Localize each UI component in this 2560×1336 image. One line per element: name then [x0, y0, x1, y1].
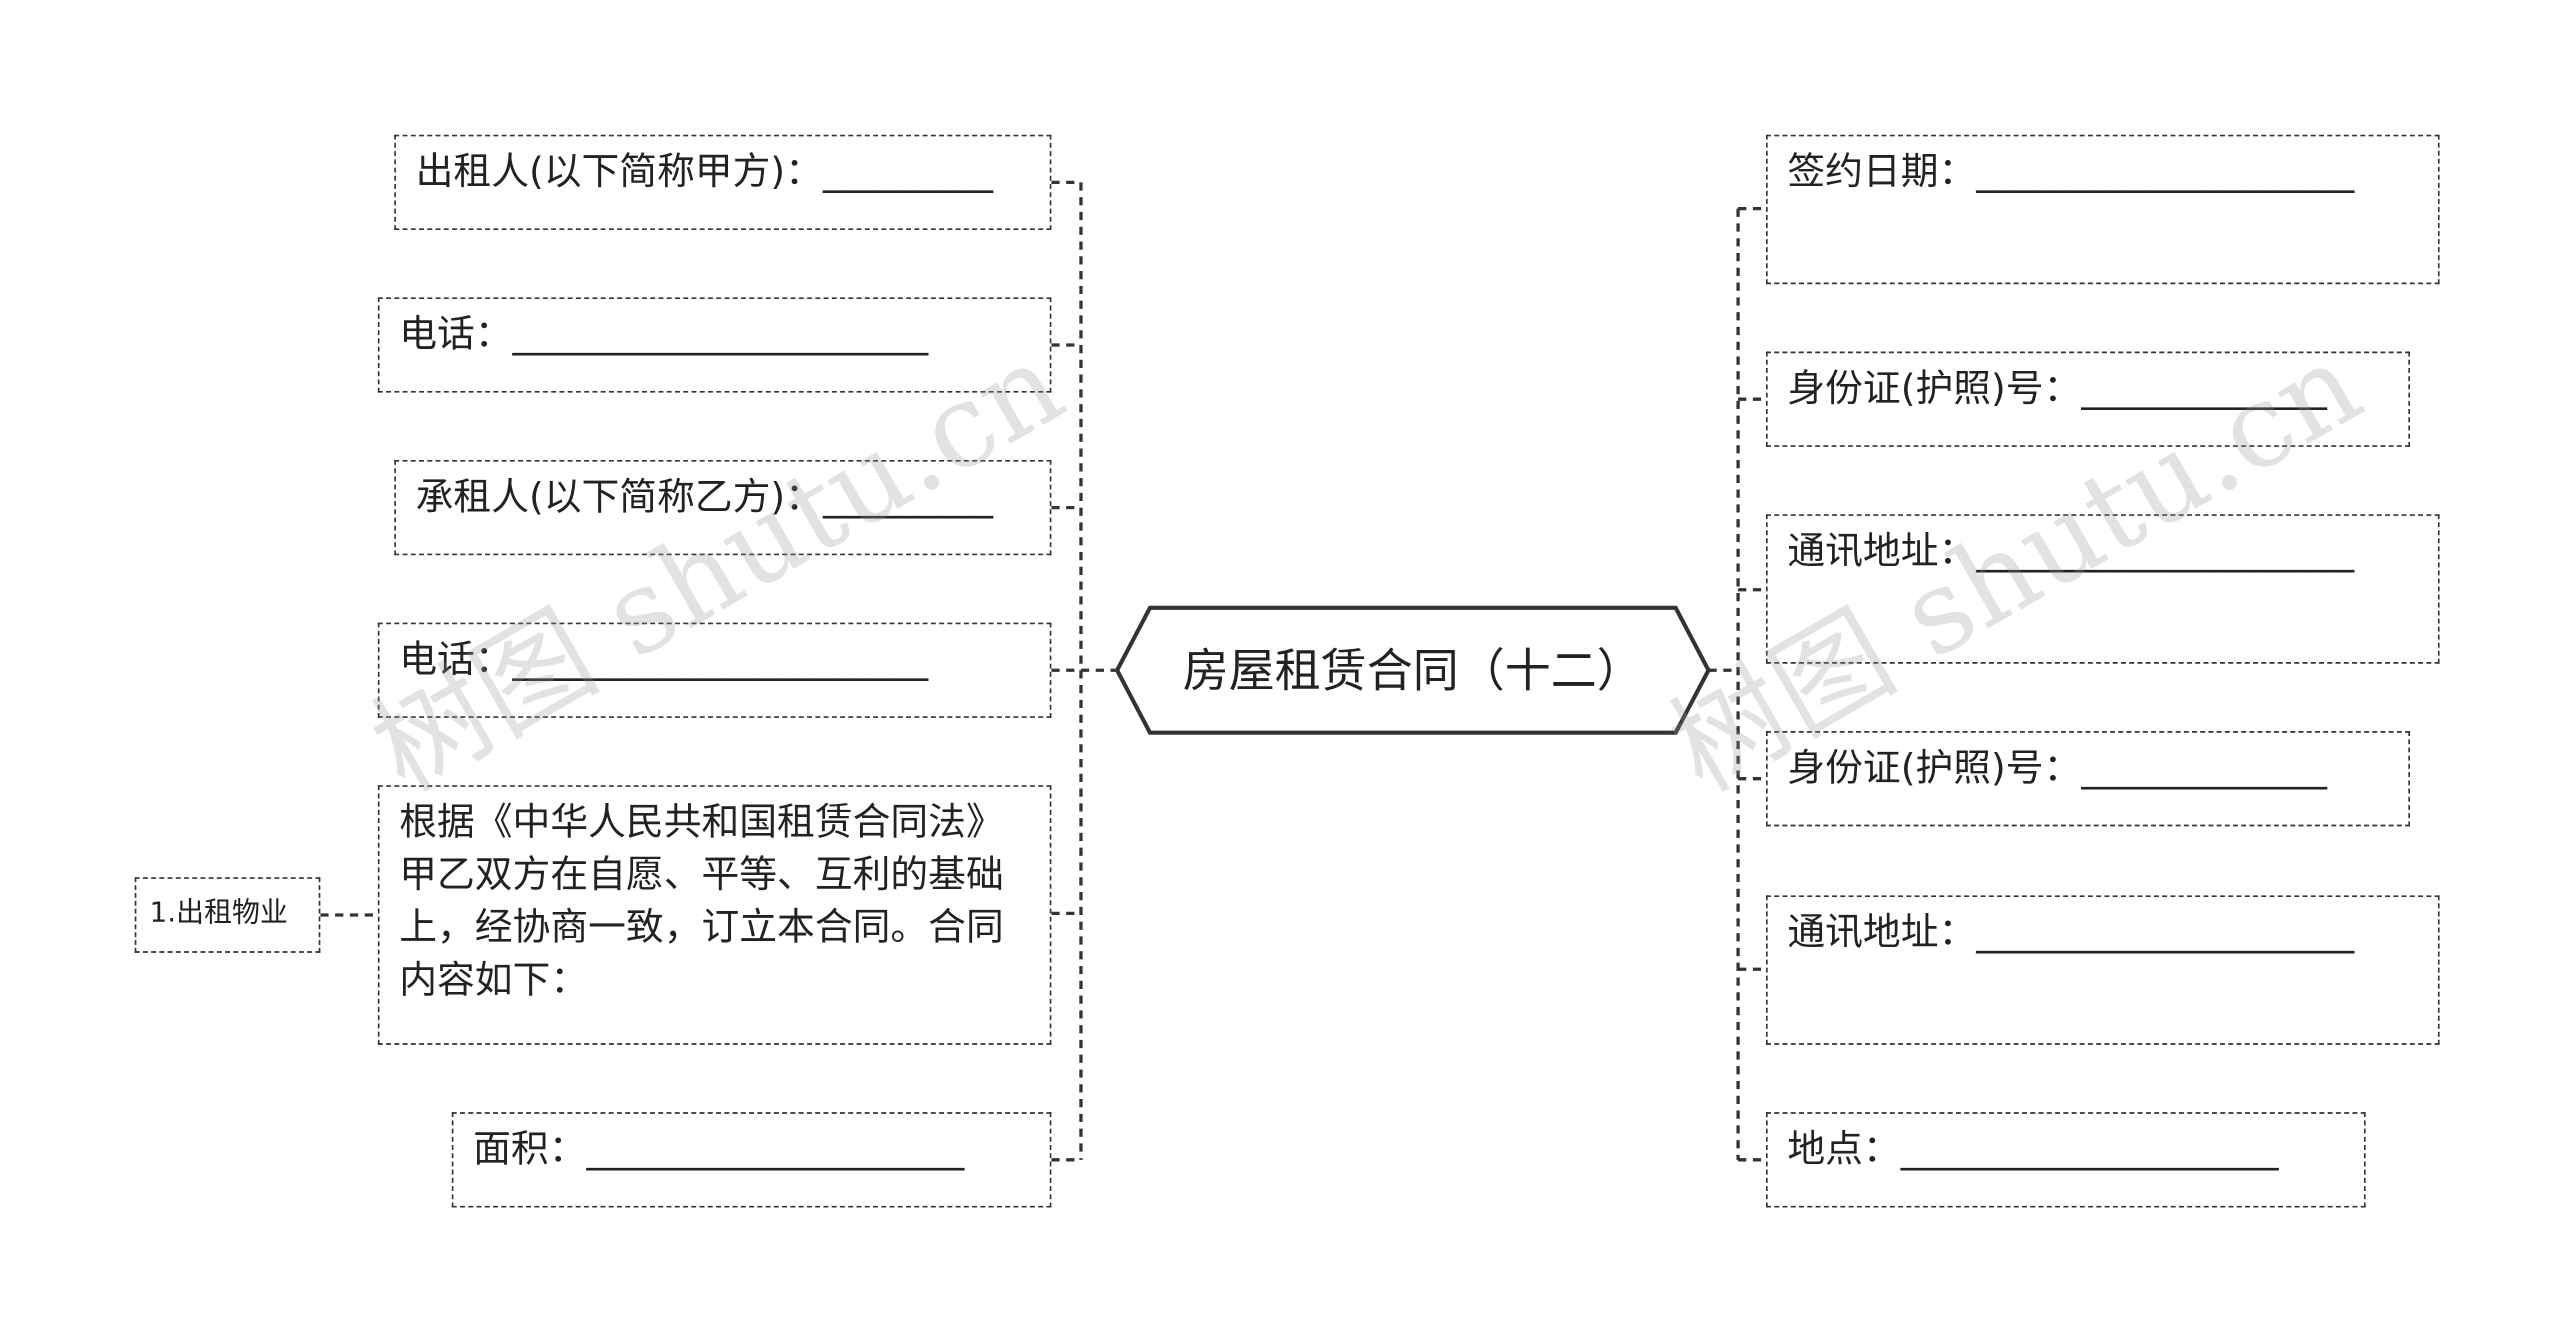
node-address-1[interactable]: 通讯地址：____________________	[1766, 514, 2440, 664]
node-signing-date[interactable]: 签约日期：____________________	[1766, 134, 2440, 285]
node-lessor[interactable]: 出租人(以下简称甲方)：_________	[394, 134, 1052, 230]
node-location[interactable]: 地点：____________________	[1766, 1112, 2366, 1208]
central-node-shape	[1114, 605, 1711, 735]
node-lessee-phone[interactable]: 电话：______________________	[377, 622, 1052, 718]
node-preamble[interactable]: 根据《中华人民共和国租赁合同法》甲乙双方在自愿、平等、互利的基础上，经协商一致，…	[377, 785, 1052, 1045]
node-rental-property[interactable]: 1.出租物业	[134, 877, 321, 953]
central-topic[interactable]: 房屋租赁合同（十二）	[1182, 643, 1643, 699]
node-lessee[interactable]: 承租人(以下简称乙方)：_________	[394, 459, 1052, 556]
node-area[interactable]: 面积：____________________	[451, 1112, 1052, 1208]
node-id-number-2[interactable]: 身份证(护照)号：_____________	[1766, 731, 2410, 827]
node-address-2[interactable]: 通讯地址：____________________	[1766, 895, 2440, 1045]
node-id-number-1[interactable]: 身份证(护照)号：_____________	[1766, 351, 2410, 447]
node-lessor-phone[interactable]: 电话：______________________	[377, 297, 1052, 393]
